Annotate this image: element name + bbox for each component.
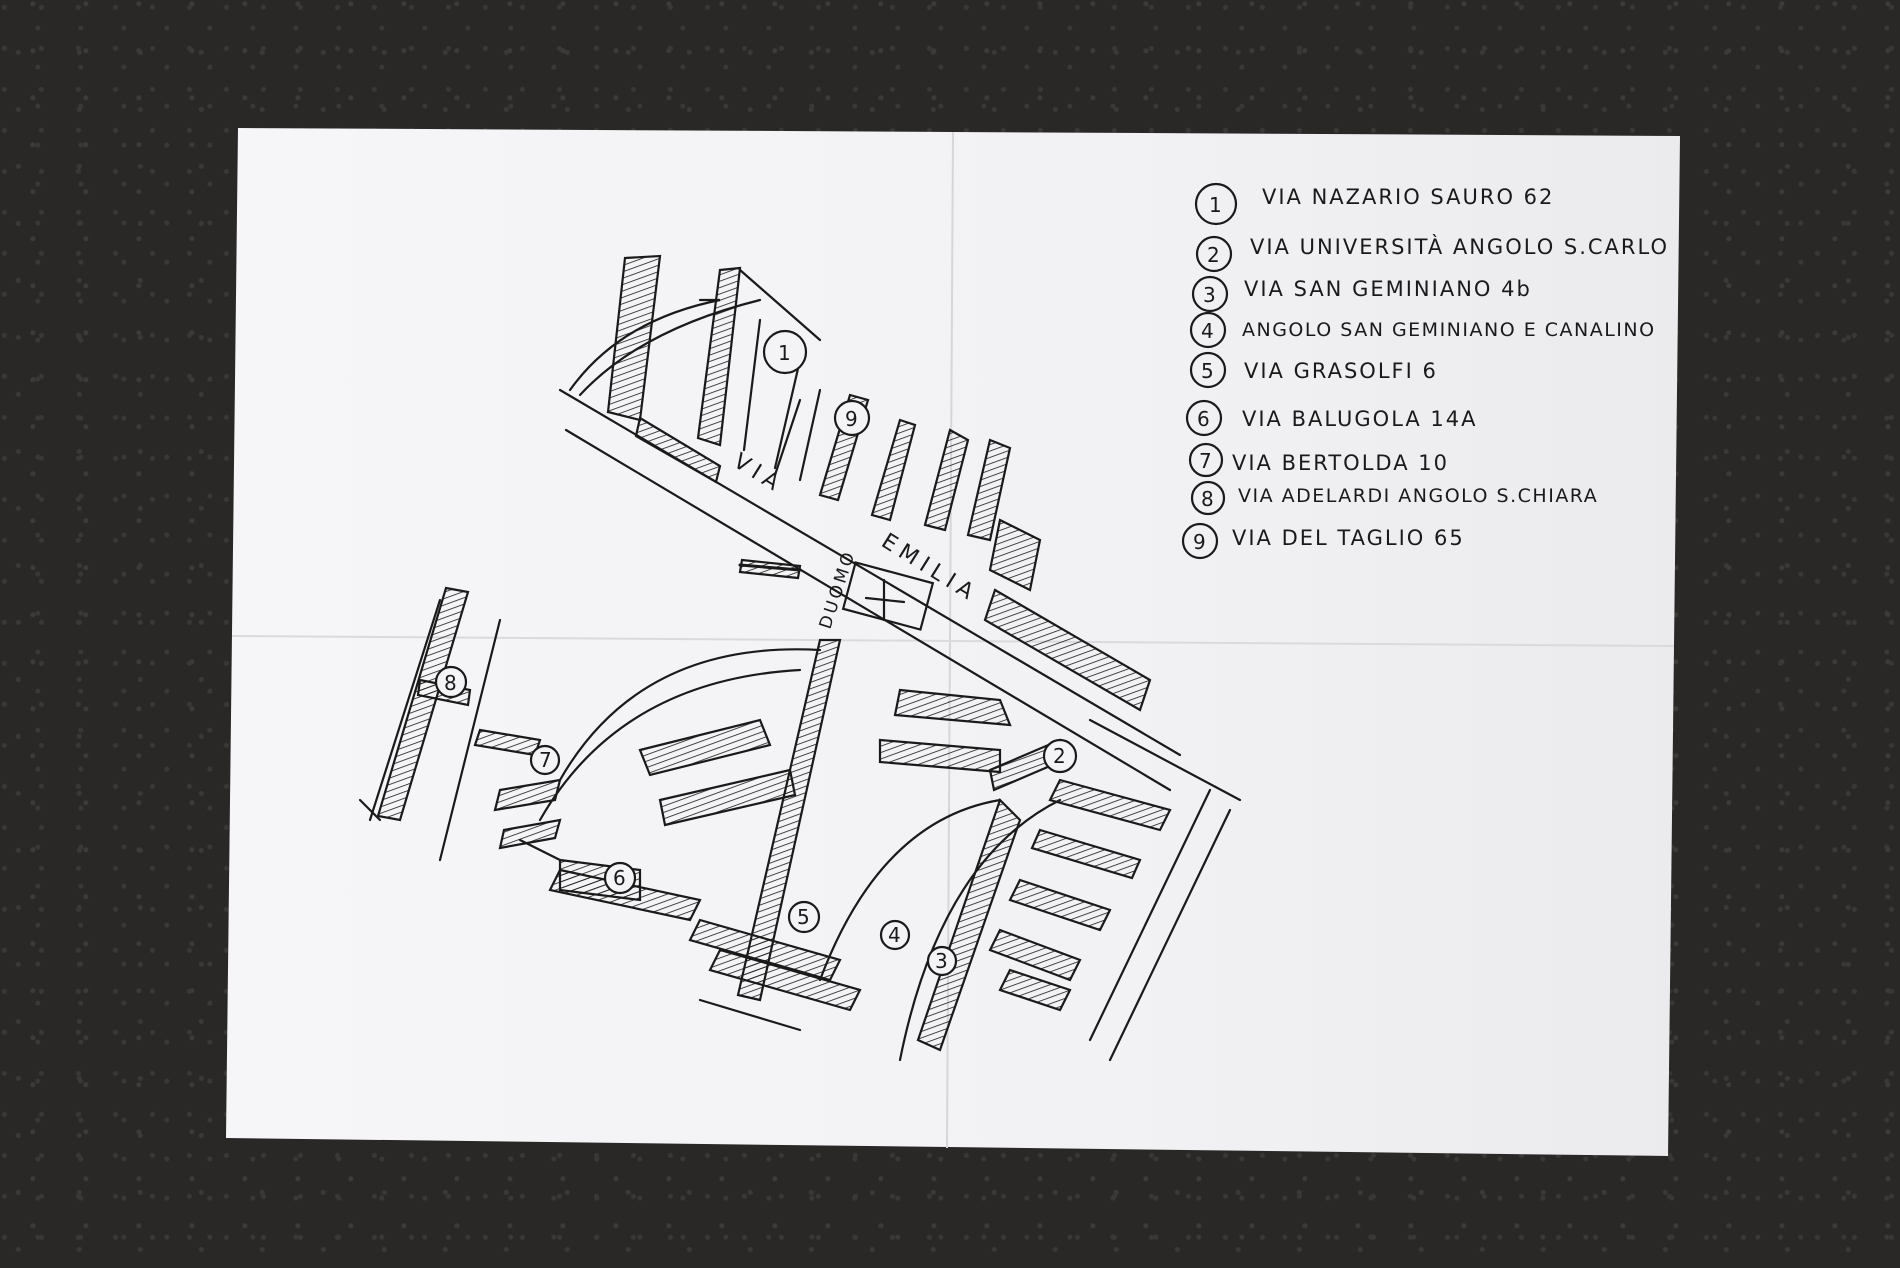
svg-text:5: 5: [1201, 359, 1214, 383]
legend-item: 6 VIA BALUGOLA 14A: [1185, 399, 1478, 437]
legend-text: VIA GRASOLFI 6: [1244, 359, 1438, 383]
marker-3: 3: [926, 945, 958, 977]
legend-item: 5 VIA GRASOLFI 6: [1189, 351, 1438, 389]
legend-text: VIA SAN GEMINIANO 4b: [1244, 277, 1532, 301]
svg-text:3: 3: [935, 949, 948, 973]
svg-text:4: 4: [1201, 319, 1214, 343]
legend-item: 8 VIA ADELARDI ANGOLO S.CHIARA: [1190, 480, 1598, 516]
marker-1: 1: [762, 329, 808, 375]
svg-text:8: 8: [1201, 487, 1214, 511]
southern-blocks: [518, 638, 1242, 1062]
legend-text: VIA BALUGOLA 14A: [1242, 407, 1478, 431]
legend-text: VIA NAZARIO SAURO 62: [1262, 185, 1554, 209]
fold-horizontal: [231, 635, 1675, 647]
svg-text:2: 2: [1053, 744, 1066, 768]
northern-blocks: [568, 254, 1042, 592]
svg-text:6: 6: [1197, 407, 1210, 431]
marker-7: 7: [529, 744, 561, 776]
svg-text:1: 1: [778, 341, 791, 365]
marker-4: 4: [879, 919, 911, 951]
svg-text:2: 2: [1207, 243, 1220, 267]
svg-text:8: 8: [444, 671, 457, 695]
legend-text: VIA BERTOLDA 10: [1232, 451, 1449, 475]
svg-text:6: 6: [613, 866, 626, 890]
legend: 1 VIA NAZARIO SAURO 62 2 VIA UNIVERSITÀ …: [1181, 182, 1669, 560]
marker-5: 5: [787, 900, 821, 934]
svg-text:7: 7: [539, 748, 552, 772]
legend-item: 1 VIA NAZARIO SAURO 62: [1194, 182, 1554, 226]
via-emilia-street: [558, 388, 1182, 792]
marker-2: 2: [1042, 738, 1078, 774]
svg-text:5: 5: [797, 905, 810, 929]
svg-text:9: 9: [1193, 530, 1206, 554]
svg-text:9: 9: [845, 407, 858, 431]
legend-item: 3 VIA SAN GEMINIANO 4b: [1191, 275, 1532, 313]
map-markers: 1 9 8 7 2 6 5 4: [434, 329, 1078, 977]
cathedral-block: [738, 558, 935, 631]
map-sketch: [358, 254, 1242, 1062]
legend-item: 7 VIA BERTOLDA 10: [1188, 442, 1449, 478]
legend-text: ANGOLO SAN GEMINIANO E CANALINO: [1242, 319, 1656, 341]
svg-text:1: 1: [1209, 193, 1222, 217]
svg-text:4: 4: [888, 923, 901, 947]
legend-text: VIA UNIVERSITÀ ANGOLO S.CARLO: [1250, 234, 1669, 259]
marker-6: 6: [603, 861, 637, 895]
marker-8: 8: [434, 665, 468, 699]
svg-text:7: 7: [1199, 449, 1212, 473]
legend-text: VIA DEL TAGLIO 65: [1232, 526, 1465, 550]
legend-item: 9 VIA DEL TAGLIO 65: [1181, 522, 1465, 560]
legend-item: 2 VIA UNIVERSITÀ ANGOLO S.CARLO: [1195, 234, 1669, 273]
legend-item: 4 ANGOLO SAN GEMINIANO E CANALINO: [1189, 311, 1656, 349]
legend-text: VIA ADELARDI ANGOLO S.CHIARA: [1238, 485, 1598, 507]
svg-text:3: 3: [1203, 283, 1216, 307]
western-blocks: [358, 586, 562, 862]
marker-9: 9: [833, 399, 871, 437]
